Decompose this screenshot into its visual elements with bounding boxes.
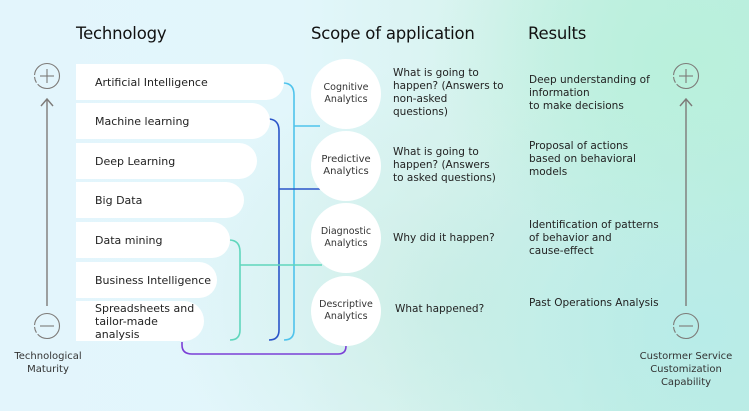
scope-label-line2: Analytics xyxy=(324,238,368,249)
results-heading: Results xyxy=(528,24,587,43)
result-predictive: Proposal of actions based on behavioral … xyxy=(529,140,636,179)
tech-pill-data-mining: Data mining xyxy=(76,222,230,258)
descriptive-connector xyxy=(181,342,347,355)
result-line: Proposal of actions xyxy=(529,140,629,152)
scope-label-line2: Analytics xyxy=(323,166,369,177)
tech-label: Machine learning xyxy=(95,114,190,128)
result-line: Identification of patterns xyxy=(529,219,659,231)
left-axis-label: Technological Maturity xyxy=(0,350,96,376)
result-line: based on behavioral xyxy=(529,153,636,165)
right-axis-label: Custormer Service Customization Capabili… xyxy=(630,350,742,389)
left-plus-circle-icon xyxy=(33,62,61,90)
scope-question-descriptive: What happened? xyxy=(395,303,485,315)
tech-label: Artificial Intelligence xyxy=(95,75,208,89)
tech-label: Deep Learning xyxy=(95,154,176,168)
tech-label: Spreadsheets and tailor-made analysis xyxy=(95,301,195,341)
scope-question-cognitive: What is going to happen? (Answers to non… xyxy=(393,67,504,118)
axis-label-line: Custormer Service xyxy=(639,351,733,362)
right-plus-circle-icon xyxy=(672,62,700,90)
result-line: cause-effect xyxy=(529,245,594,257)
result-descriptive: Past Operations Analysis xyxy=(529,297,659,310)
tech-pill-deep-learning: Deep Learning xyxy=(76,143,257,179)
tech-label: Data mining xyxy=(95,233,163,247)
scope-heading: Scope of application xyxy=(311,24,475,43)
right-minus-circle-icon xyxy=(672,312,700,340)
scope-label-line1: Predictive xyxy=(321,154,371,165)
result-line: Past Operations Analysis xyxy=(529,297,659,309)
axis-label-line: Technological xyxy=(14,351,82,362)
diagnostic-connector xyxy=(228,239,241,341)
tech-pill-big-data: Big Data xyxy=(76,182,244,218)
axis-label-line: Maturity xyxy=(27,364,69,375)
result-line: Deep understanding of xyxy=(529,74,650,86)
result-diagnostic: Identification of patterns of behavior a… xyxy=(529,219,659,258)
predictive-connector xyxy=(267,118,280,341)
scope-question-diagnostic: Why did it happen? xyxy=(393,232,495,244)
tech-pill-machine-learning: Machine learning xyxy=(76,103,270,139)
result-line: information xyxy=(529,87,590,99)
tech-label: Big Data xyxy=(95,193,143,207)
left-minus-circle-icon xyxy=(33,312,61,340)
cognitive-connector xyxy=(282,82,295,341)
left-axis xyxy=(40,97,54,306)
tech-pill-business-intelligence: Business Intelligence xyxy=(76,262,217,298)
tech-label: Business Intelligence xyxy=(95,273,212,287)
result-line: of behavior and xyxy=(529,232,612,244)
scope-label-line1: Cognitive xyxy=(323,82,369,93)
result-cognitive: Deep understanding of information to mak… xyxy=(529,74,650,113)
tech-pill-artificial-intelligence: Artificial Intelligence xyxy=(76,64,284,100)
scope-label-line1: Diagnostic xyxy=(320,226,372,237)
axis-label-line: Capability xyxy=(660,377,712,388)
result-line: to make decisions xyxy=(529,100,624,112)
scope-question-predictive: What is going to happen? (Answers to ask… xyxy=(393,146,496,184)
scope-label-line2: Analytics xyxy=(324,94,368,105)
scope-label-line1: Descriptive xyxy=(319,299,373,310)
axis-label-line: Customization xyxy=(650,364,722,375)
right-axis xyxy=(679,97,693,306)
scope-label-line2: Analytics xyxy=(324,311,368,322)
technology-heading: Technology xyxy=(76,24,167,43)
result-line: models xyxy=(529,166,568,178)
tech-pill-spreadsheets: Spreadsheets and tailor-made analysis xyxy=(76,301,204,341)
